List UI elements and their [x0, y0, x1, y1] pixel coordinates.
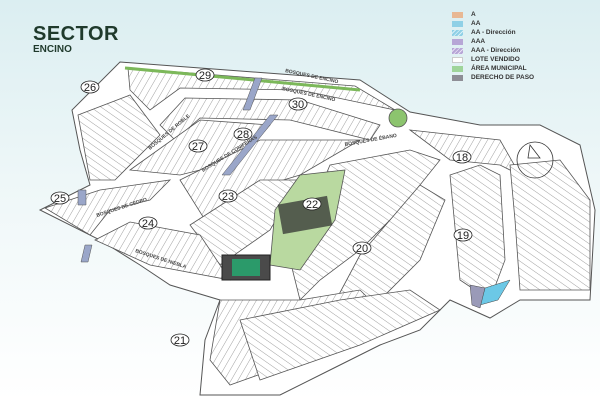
- sector-marker-24: 24: [138, 216, 158, 230]
- right-of-way: [80, 244, 93, 263]
- legend-item: AA - Dirección: [452, 28, 534, 37]
- svg-text:25: 25: [54, 193, 66, 205]
- block: [77, 94, 161, 181]
- legend: A AA AA - Dirección AAA AAA - Dirección …: [452, 10, 534, 82]
- sector-marker-21: 21: [170, 333, 190, 347]
- legend-item: LOTE VENDIDO: [452, 55, 534, 64]
- sector-marker-25: 25: [50, 191, 70, 205]
- svg-text:24: 24: [142, 218, 154, 230]
- svg-text:20: 20: [356, 243, 368, 255]
- sector-marker-26: 26: [80, 80, 100, 94]
- map-title: SECTOR ENCINO: [33, 24, 119, 55]
- block: [449, 164, 506, 301]
- sector-marker-27: 27: [188, 139, 208, 153]
- svg-text:19: 19: [457, 230, 469, 242]
- svg-text:30: 30: [292, 99, 304, 111]
- roundabout-park: [388, 108, 408, 128]
- legend-item: AA: [452, 19, 534, 28]
- right-of-way: [221, 114, 279, 176]
- title-encino: ENCINO: [33, 44, 72, 55]
- legend-item: A: [452, 10, 534, 19]
- svg-text:29: 29: [199, 70, 211, 82]
- block: [94, 221, 231, 281]
- sector-marker-23: 23: [218, 189, 238, 203]
- sector-marker-28: 28: [233, 127, 253, 141]
- block: [127, 67, 396, 111]
- svg-text:27: 27: [192, 141, 204, 153]
- right-of-way: [77, 189, 87, 206]
- sector-marker-18: 18: [452, 150, 472, 164]
- right-of-way: [242, 77, 263, 111]
- legend-item: AAA - Dirección: [452, 46, 534, 55]
- svg-text:18: 18: [456, 152, 468, 164]
- legend-item: ÁREA MUNICIPAL: [452, 64, 534, 73]
- svg-text:22: 22: [306, 199, 318, 211]
- sector-marker-29: 29: [195, 68, 215, 82]
- court-surface: [232, 259, 260, 276]
- svg-text:23: 23: [222, 191, 234, 203]
- north-arrow-icon: [516, 141, 554, 179]
- legend-item: AAA: [452, 37, 534, 46]
- svg-text:21: 21: [174, 335, 186, 347]
- sector-marker-19: 19: [453, 228, 473, 242]
- sector-marker-22: 22: [302, 197, 322, 211]
- sector-marker-30: 30: [288, 97, 308, 111]
- block: [509, 159, 591, 291]
- legend-item: DERECHO DE PASO: [452, 73, 534, 82]
- title-sector: SECTOR: [33, 23, 119, 45]
- block: [239, 289, 441, 381]
- green-strip: [124, 66, 361, 92]
- svg-text:28: 28: [237, 129, 249, 141]
- block: [44, 179, 172, 236]
- aaa-lot: [469, 284, 486, 309]
- svg-text:26: 26: [84, 82, 96, 94]
- sector-marker-20: 20: [352, 241, 372, 255]
